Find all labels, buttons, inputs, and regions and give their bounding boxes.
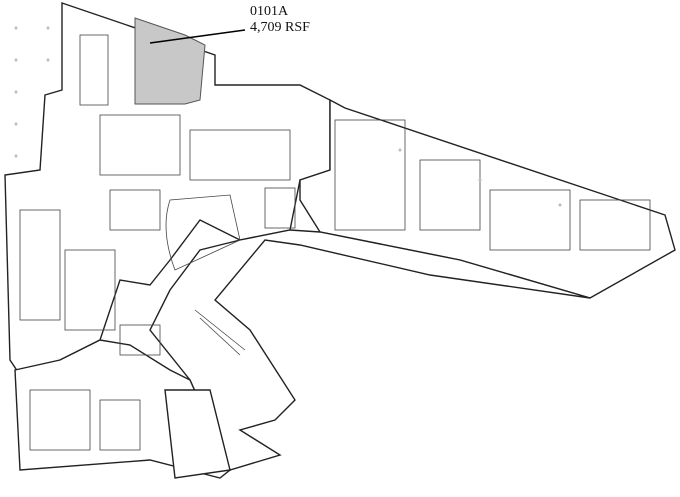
column-grid <box>14 26 562 207</box>
suite-number-label: 0101A <box>250 4 289 19</box>
suite-0101A-highlight <box>134 17 206 105</box>
upper-left-wing <box>4 2 331 376</box>
central-plaza <box>149 229 591 471</box>
suite-area-label: 4,709 RSF <box>250 20 310 35</box>
callout-leader-line <box>149 29 246 44</box>
lower-right-corridor <box>164 389 231 479</box>
interior-walls <box>19 34 651 451</box>
